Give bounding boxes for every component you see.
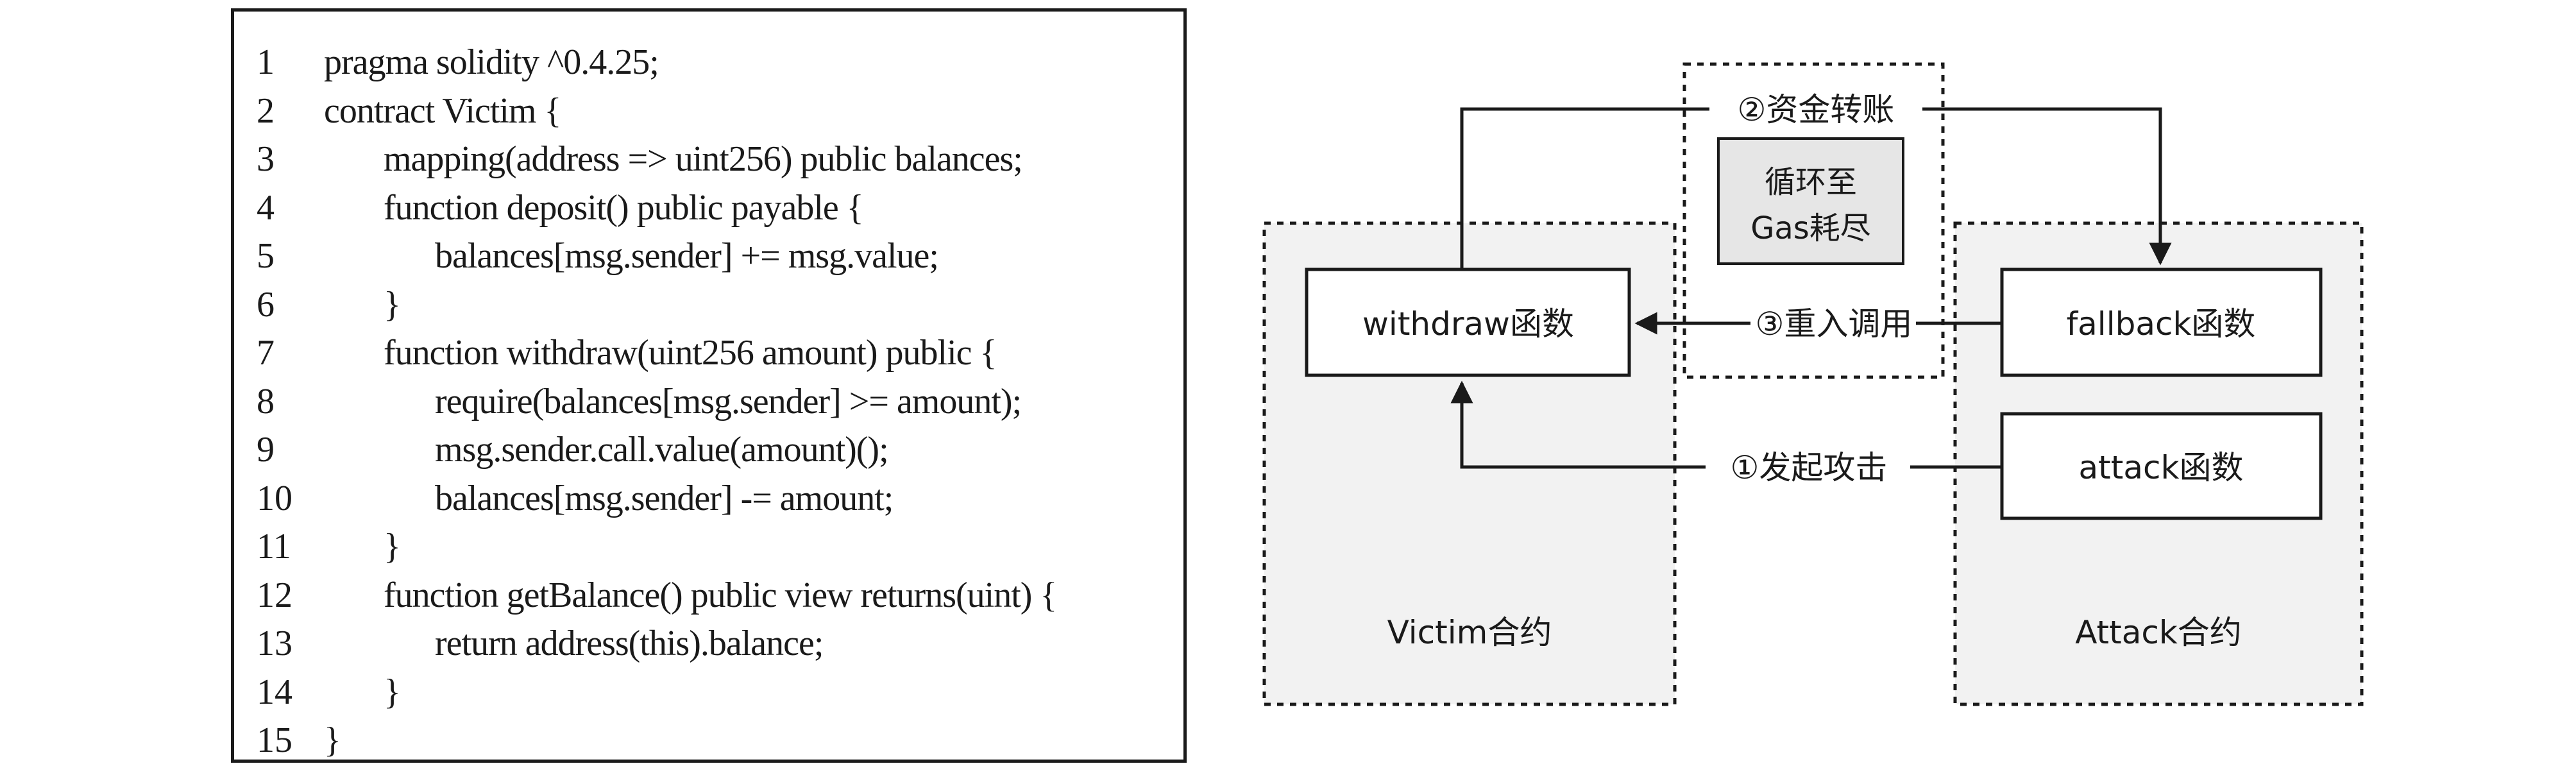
attack-arrow bbox=[1450, 380, 1706, 469]
code-line: 1 pragma solidity ^0.4.25; bbox=[234, 38, 1183, 87]
line-number: 3 bbox=[257, 139, 275, 179]
code-text: pragma solidity ^0.4.25; bbox=[324, 42, 659, 82]
code-text: contract Victim { bbox=[324, 90, 561, 131]
line-number: 14 bbox=[257, 672, 292, 712]
withdraw-function-box bbox=[1305, 268, 1631, 377]
code-line: 6} bbox=[234, 281, 1183, 329]
line-number: 4 bbox=[257, 187, 275, 228]
line-number: 13 bbox=[257, 624, 292, 663]
line-number: 15 bbox=[257, 720, 292, 760]
loop-label-line1: 循环至 bbox=[1765, 164, 1857, 200]
line-number: 10 bbox=[257, 478, 292, 518]
code-line: 15} bbox=[234, 717, 1183, 765]
code-line: 5 balances[msg.sender] += msg.value; bbox=[234, 232, 1183, 280]
victim-contract-label: Victim合约 bbox=[1387, 614, 1552, 651]
code-line: 13 return address(this).balance; bbox=[234, 620, 1183, 668]
code-text: function withdraw(uint256 amount) public… bbox=[384, 333, 997, 373]
line-number: 8 bbox=[257, 381, 275, 421]
code-text: msg.sender.call.value(amount)(); bbox=[435, 430, 889, 470]
line-number: 12 bbox=[257, 575, 292, 615]
code-line: 8 require(balances[msg.sender] >= amount)… bbox=[234, 378, 1183, 426]
line-number: 6 bbox=[257, 284, 275, 325]
fallback-function-box bbox=[2000, 268, 2323, 377]
code-text: return address(this).balance; bbox=[435, 624, 824, 663]
code-line: 14} bbox=[234, 668, 1183, 717]
code-line: 3 mapping(address => uint256) public bala… bbox=[234, 135, 1183, 183]
code-text: require(balances[msg.sender] >= amount); bbox=[435, 381, 1022, 421]
attack-function-label: attack函数 bbox=[2079, 449, 2244, 486]
line-number: 2 bbox=[257, 90, 275, 131]
code-text: } bbox=[384, 527, 401, 566]
code-line: 2 contract Victim { bbox=[234, 87, 1183, 135]
fallback-function-label: fallback函数 bbox=[2067, 305, 2256, 343]
loop-box bbox=[1717, 137, 1904, 265]
line-number: 11 bbox=[257, 527, 291, 566]
loop-label-line2: Gas耗尽 bbox=[1750, 210, 1871, 246]
withdraw-function-label: withdraw函数 bbox=[1362, 305, 1574, 343]
code-line: 10 balances[msg.sender] -= amount; bbox=[234, 475, 1183, 523]
code-line: 7 function withdraw(uint256 amount) publi… bbox=[234, 329, 1183, 377]
line-number: 5 bbox=[257, 236, 275, 276]
code-text: function getBalance() public view return… bbox=[384, 575, 1057, 615]
code-line: 12 function getBalance() public view retu… bbox=[234, 572, 1183, 620]
code-text: } bbox=[324, 720, 341, 760]
reenter-label: ③重入调用 bbox=[1756, 305, 1913, 343]
transfer-arrow bbox=[1460, 107, 1709, 269]
attack-label: ①发起攻击 bbox=[1731, 449, 1888, 486]
code-text: balances[msg.sender] -= amount; bbox=[435, 478, 894, 518]
code-panel: 1 pragma solidity ^0.4.25; 2 contract Victi… bbox=[231, 8, 1187, 763]
transfer-arrow-right bbox=[1922, 107, 2172, 266]
line-number: 1 bbox=[257, 42, 275, 82]
code-text: balances[msg.sender] += msg.value; bbox=[435, 236, 939, 276]
line-number: 9 bbox=[257, 430, 275, 470]
code-text: mapping(address => uint256) public balan… bbox=[384, 139, 1023, 179]
code-text: function deposit() public payable { bbox=[384, 187, 864, 228]
line-number: 7 bbox=[257, 333, 275, 373]
code-text: } bbox=[384, 284, 401, 325]
code-line: 9 msg.sender.call.value(amount)(); bbox=[234, 426, 1183, 474]
attack-contract-label: Attack合约 bbox=[2075, 614, 2242, 651]
code-line: 4 function deposit() public payable { bbox=[234, 184, 1183, 232]
code-text: } bbox=[384, 672, 401, 712]
transfer-label: ②资金转账 bbox=[1738, 91, 1895, 128]
code-line: 11} bbox=[234, 523, 1183, 571]
